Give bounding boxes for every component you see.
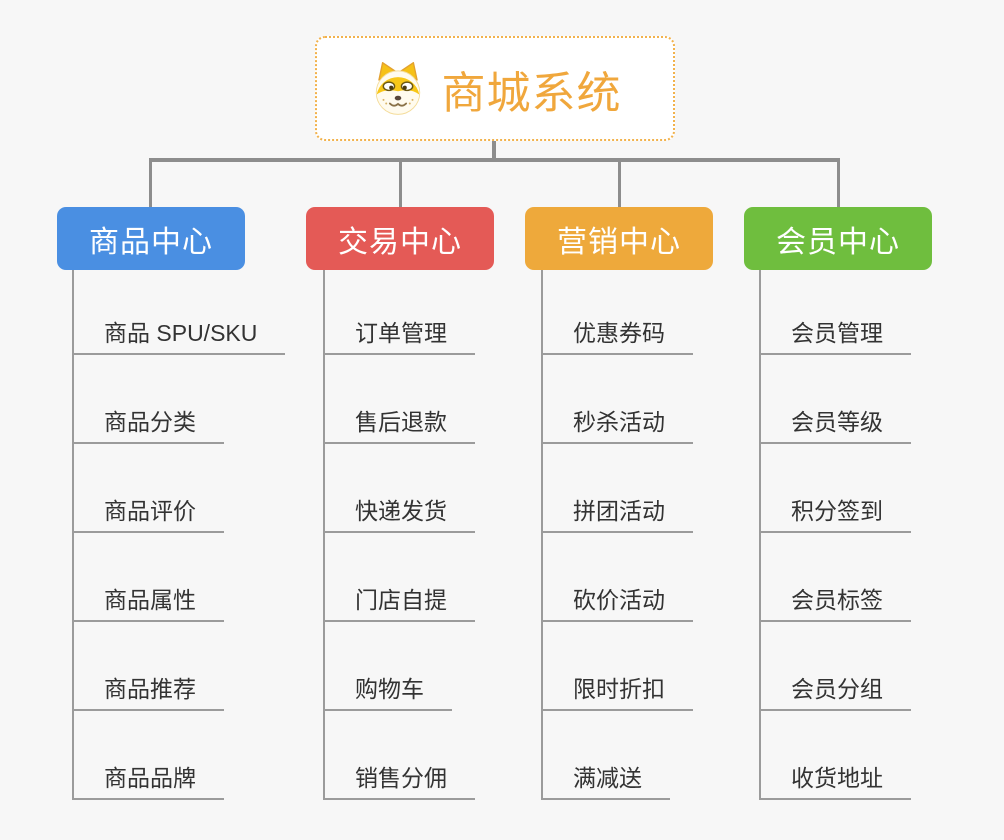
- tree-node-label: 售后退款: [355, 408, 447, 435]
- tree-node[interactable]: 商品 SPU/SKU: [74, 266, 286, 355]
- branch-label: 会员中心: [776, 225, 900, 259]
- tree-node-label: 商品推荐: [104, 675, 196, 702]
- tree-node[interactable]: 秒杀活动: [543, 355, 693, 444]
- tree-node-label: 限时折扣: [573, 675, 665, 702]
- tree-node-label: 销售分佣: [355, 764, 447, 791]
- branch-label: 商品中心: [89, 225, 213, 259]
- branch-node-products[interactable]: 商品中心: [57, 207, 245, 270]
- tree-node[interactable]: 门店自提: [325, 533, 475, 622]
- branch-node-members[interactable]: 会员中心: [744, 207, 932, 270]
- dog-face-icon: [375, 61, 420, 115]
- branch-column-products: 商品 SPU/SKU 商品分类 商品评价 商品属性 商品推荐 商品品牌: [72, 266, 286, 800]
- tree-node[interactable]: 快递发货: [325, 444, 475, 533]
- tree-node[interactable]: 商品分类: [74, 355, 224, 444]
- branch-drop-connector: [837, 161, 840, 207]
- tree-node-label: 会员等级: [791, 408, 883, 435]
- tree-node[interactable]: 会员等级: [761, 355, 911, 444]
- tree-node-label: 商品品牌: [104, 764, 196, 791]
- branch-label: 营销中心: [557, 225, 681, 259]
- tree-node[interactable]: 会员管理: [761, 266, 911, 355]
- tree-node[interactable]: 商品品牌: [74, 711, 224, 800]
- tree-node[interactable]: 积分签到: [761, 444, 911, 533]
- branch-node-marketing[interactable]: 营销中心: [525, 207, 713, 270]
- tree-node[interactable]: 收货地址: [761, 711, 911, 800]
- branch-node-trade[interactable]: 交易中心: [306, 207, 494, 270]
- tree-node[interactable]: 购物车: [325, 622, 452, 711]
- tree-node-label: 会员管理: [791, 319, 883, 346]
- tree-node-label: 收货地址: [791, 764, 883, 791]
- tree-node[interactable]: 销售分佣: [325, 711, 475, 800]
- tree-node-label: 商品分类: [104, 408, 196, 435]
- tree-node-label: 门店自提: [355, 586, 447, 613]
- tree-node[interactable]: 商品属性: [74, 533, 224, 622]
- branch-drop-connector: [618, 161, 621, 207]
- branch-column-members: 会员管理 会员等级 积分签到 会员标签 会员分组 收货地址: [759, 266, 911, 800]
- tree-node-label: 商品评价: [104, 497, 196, 524]
- tree-node-label: 满减送: [573, 764, 642, 791]
- tree-node-label: 订单管理: [355, 319, 447, 346]
- branch-column-marketing: 优惠券码 秒杀活动 拼团活动 砍价活动 限时折扣 满减送: [541, 266, 693, 800]
- tree-node[interactable]: 限时折扣: [543, 622, 693, 711]
- branch-bus-connector: [149, 158, 840, 162]
- tree-node-label: 快递发货: [355, 497, 447, 524]
- tree-node[interactable]: 拼团活动: [543, 444, 693, 533]
- tree-node[interactable]: 满减送: [543, 711, 670, 800]
- root-node[interactable]: 商城系统: [315, 36, 675, 141]
- tree-node[interactable]: 优惠券码: [543, 266, 693, 355]
- tree-node-label: 会员标签: [791, 586, 883, 613]
- tree-node-label: 商品属性: [104, 586, 196, 613]
- tree-node[interactable]: 会员标签: [761, 533, 911, 622]
- tree-node-label: 商品 SPU/SKU: [104, 319, 258, 346]
- tree-node[interactable]: 会员分组: [761, 622, 911, 711]
- branch-drop-connector: [149, 161, 152, 207]
- tree-node[interactable]: 售后退款: [325, 355, 475, 444]
- tree-node[interactable]: 商品评价: [74, 444, 224, 533]
- branch-drop-connector: [399, 161, 402, 207]
- tree-node-label: 拼团活动: [573, 497, 665, 524]
- tree-node-label: 积分签到: [791, 497, 883, 524]
- tree-node[interactable]: 订单管理: [325, 266, 475, 355]
- tree-node[interactable]: 砍价活动: [543, 533, 693, 622]
- tree-node-label: 优惠券码: [573, 319, 665, 346]
- tree-node-label: 秒杀活动: [573, 408, 665, 435]
- tree-node[interactable]: 商品推荐: [74, 622, 224, 711]
- tree-node-label: 砍价活动: [573, 586, 665, 613]
- branch-column-trade: 订单管理 售后退款 快递发货 门店自提 购物车 销售分佣: [323, 266, 475, 800]
- root-title: 商城系统: [441, 68, 622, 118]
- tree-node-label: 会员分组: [791, 675, 883, 702]
- tree-node-label: 购物车: [355, 675, 424, 702]
- branch-label: 交易中心: [338, 225, 462, 259]
- root-stem-connector: [492, 140, 496, 159]
